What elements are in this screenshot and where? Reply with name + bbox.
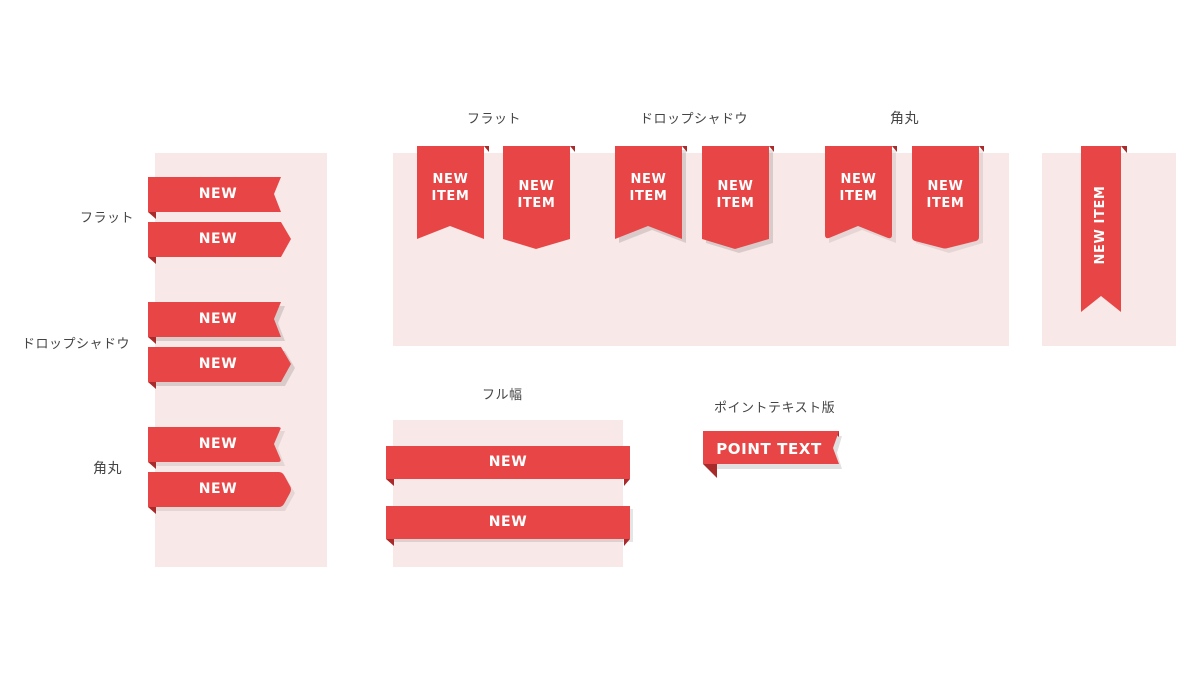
round-ribbon-arrow — [148, 472, 295, 514]
flat-bookmark-point — [503, 146, 575, 249]
full-width-panel — [393, 420, 623, 567]
flat-ribbon-arrow — [148, 222, 291, 264]
vertical-ribbon-text: NEW ITEM — [1093, 185, 1108, 265]
flat-ribbon-notched-text: NEW — [198, 186, 238, 202]
flat-bookmark-notched — [417, 146, 489, 239]
flat-bookmark-notched-line2: ITEM — [431, 189, 470, 204]
flat-bookmark-notched-line1: NEW — [432, 172, 469, 187]
label-full-width: フル幅 — [482, 388, 523, 403]
shadow-bookmark-notched — [615, 146, 687, 243]
round-ribbon-notched — [148, 427, 285, 469]
flat-bookmark-point-line1: NEW — [518, 179, 555, 194]
full-width-ribbon-1 — [386, 446, 630, 486]
round-bookmark-notched-line1: NEW — [840, 172, 877, 187]
flat-ribbon-notched — [148, 177, 281, 219]
label-point-text: ポイントテキスト版 — [714, 401, 836, 416]
shadow-ribbon-arrow-text: NEW — [198, 356, 238, 372]
label-left-drop: ドロップシャドウ — [22, 337, 131, 352]
shadow-bookmark-notched-line2: ITEM — [629, 189, 668, 204]
shadow-bookmark-point — [702, 146, 774, 253]
label-top-flat: フラット — [467, 112, 522, 127]
round-bookmark-notched — [825, 146, 897, 243]
label-left-round: 角丸 — [93, 461, 122, 477]
vertical-ribbon — [1081, 146, 1127, 312]
shadow-bookmark-notched-line1: NEW — [630, 172, 667, 187]
full-width-ribbon-2 — [386, 506, 633, 546]
round-bookmark-point-line2: ITEM — [926, 196, 965, 211]
shadow-bookmark-point-line1: NEW — [717, 179, 754, 194]
flat-bookmark-point-line2: ITEM — [517, 196, 556, 211]
round-bookmark-notched-line2: ITEM — [839, 189, 878, 204]
top-panel — [393, 153, 1009, 346]
shadow-ribbon-arrow — [148, 347, 295, 389]
round-bookmark-point-line1: NEW — [927, 179, 964, 194]
full-width-ribbon-2-text: NEW — [488, 514, 528, 530]
label-top-round: 角丸 — [890, 111, 919, 127]
round-bookmark-point — [912, 146, 984, 253]
point-text-ribbon-text: POINT TEXT — [716, 440, 822, 458]
flat-ribbon-arrow-text: NEW — [198, 231, 238, 247]
label-top-drop: ドロップシャドウ — [640, 112, 749, 127]
shadow-ribbon-notched-text: NEW — [198, 311, 238, 327]
label-left-flat: フラット — [80, 211, 135, 226]
shadow-bookmark-point-line2: ITEM — [716, 196, 755, 211]
point-text-ribbon — [703, 431, 842, 478]
round-ribbon-notched-text: NEW — [198, 436, 238, 452]
round-ribbon-arrow-text: NEW — [198, 481, 238, 497]
shadow-ribbon-notched — [148, 302, 285, 344]
full-width-ribbon-1-text: NEW — [488, 454, 528, 470]
